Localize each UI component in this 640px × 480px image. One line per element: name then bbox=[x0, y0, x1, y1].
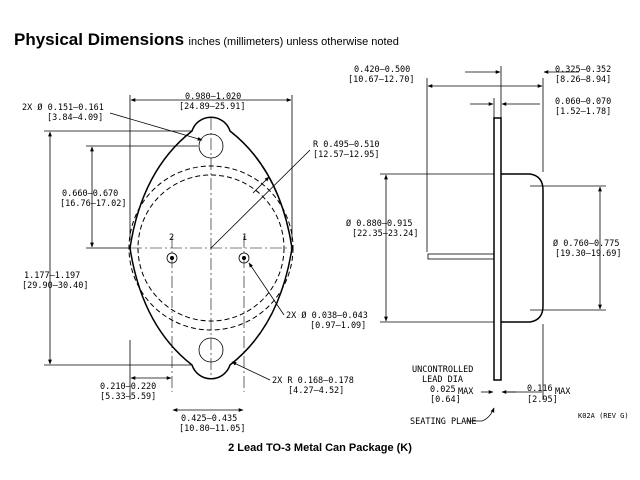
hole-dia-leader bbox=[109, 112, 203, 141]
corner-radius-mm: [4.27–4.52] bbox=[288, 386, 344, 396]
pin-dia-text: 2X Ø 0.038–0.043 bbox=[286, 310, 368, 321]
radius-arrow bbox=[252, 176, 270, 194]
overall-text: 1.177–1.197 bbox=[24, 271, 80, 281]
overall-mm: [29.90–30.40] bbox=[22, 281, 89, 291]
flange-text: 0.060–0.070 bbox=[555, 97, 611, 107]
corner-radius-leader bbox=[231, 361, 271, 381]
seating-plane-leader bbox=[466, 407, 495, 422]
pin-offset-text: 0.210–0.220 bbox=[100, 382, 156, 392]
height-mm: [10.67–12.70] bbox=[348, 75, 415, 85]
body-height-text: 0.325–0.352 bbox=[555, 65, 611, 75]
lead-label-line1: UNCONTROLLED bbox=[412, 365, 473, 375]
radius-mm: [12.57–12.95] bbox=[313, 150, 380, 160]
lead-label-line2: LEAD DIA bbox=[422, 375, 463, 385]
hole-dia-text: 2X Ø 0.151–0.161 bbox=[22, 102, 104, 113]
package-caption: 2 Lead TO-3 Metal Can Package (K) bbox=[228, 442, 412, 454]
pin-spacing-mm: [10.80–11.05] bbox=[179, 424, 246, 434]
can-dia-mm: [22.35–23.24] bbox=[352, 229, 419, 239]
width-dim-mm: [24.89–25.91] bbox=[179, 102, 246, 112]
lead-dia-max: MAX bbox=[458, 387, 474, 397]
top-dia-mm: [19.30–19.69] bbox=[555, 249, 622, 259]
seating-plane-text: SEATING PLANE bbox=[410, 417, 477, 427]
pin-1-lead bbox=[242, 256, 246, 260]
hole-pitch-text: 0.660–0.670 bbox=[62, 189, 118, 199]
lead-len-text: 0.116 bbox=[527, 384, 553, 394]
flange-mm: [1.52–1.78] bbox=[555, 107, 611, 117]
body-height-mm: [8.26–8.94] bbox=[555, 75, 611, 85]
side-view: 0.420–0.500 [10.67–12.70] 0.325–0.352 [8… bbox=[346, 65, 629, 427]
pin-offset-mm: [5.33–5.59] bbox=[100, 392, 156, 402]
front-view: 2 1 0.980–1.020 [24.89–25.91] 2X Ø 0.151… bbox=[22, 92, 380, 434]
pin-1-label: 1 bbox=[242, 233, 247, 243]
pin-2 bbox=[166, 252, 178, 264]
title-units-note: inches (millimeters) unless otherwise no… bbox=[188, 36, 399, 48]
lead bbox=[427, 253, 495, 260]
hole-pitch-mm: [16.76–17.02] bbox=[60, 199, 127, 209]
pin-2-label: 2 bbox=[169, 233, 174, 243]
revision-code: K02A (REV G) bbox=[578, 412, 629, 420]
top-dia-text: Ø 0.760–0.775 bbox=[553, 238, 620, 249]
pin-spacing-text: 0.425–0.435 bbox=[181, 414, 237, 424]
page-title: Physical Dimensions inches (millimeters)… bbox=[14, 30, 399, 50]
lead-dia-mm: [0.64] bbox=[430, 395, 461, 405]
lead-len-max: MAX bbox=[555, 387, 571, 397]
pin-1 bbox=[238, 252, 250, 264]
lead-len-mm: [2.95] bbox=[527, 395, 558, 405]
corner-radius-text: 2X R 0.168–0.178 bbox=[272, 376, 354, 386]
width-dim-text: 0.980–1.020 bbox=[185, 92, 241, 102]
title-main: Physical Dimensions bbox=[14, 30, 185, 49]
radius-leader bbox=[210, 149, 311, 249]
height-text: 0.420–0.500 bbox=[354, 65, 410, 75]
radius-text: R 0.495–0.510 bbox=[313, 140, 380, 150]
can-dia-text: Ø 0.880–0.915 bbox=[346, 218, 413, 229]
lead-dia-text: 0.025 bbox=[430, 385, 456, 395]
pin-dia-mm: [0.97–1.09] bbox=[310, 321, 366, 331]
pin-2-lead bbox=[170, 256, 174, 260]
can-body bbox=[501, 173, 544, 323]
flange bbox=[493, 117, 502, 381]
pin-dia-leader bbox=[248, 262, 285, 316]
hole-dia-mm: [3.84–4.09] bbox=[47, 113, 103, 123]
